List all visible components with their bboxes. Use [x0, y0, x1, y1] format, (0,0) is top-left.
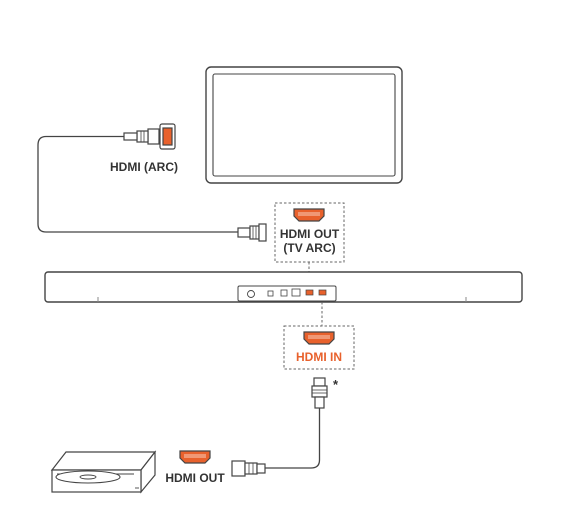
- hdmi-port-icon: [303, 331, 335, 345]
- tv-hdmi-arc-label: HDMI (ARC): [110, 160, 178, 174]
- soundbar-hdmi-in-label: HDMI IN: [296, 350, 342, 364]
- soundbar-tv-arc-label: (TV ARC): [283, 241, 335, 255]
- disc-icon: [55, 470, 121, 484]
- hdmi-cable-source-to-soundbar: [265, 408, 321, 469]
- soundbar-icon: [44, 271, 523, 303]
- hdmi-port-icon: [293, 208, 325, 222]
- hdmi-plug-icon: [123, 128, 160, 145]
- hdmi-plug-icon: [237, 223, 267, 242]
- hdmi-in-callout-box: [283, 325, 355, 370]
- tv-icon: [205, 66, 403, 184]
- footnote-marker: *: [333, 377, 339, 392]
- hdmi-cable-tv-to-soundbar: [37, 135, 238, 233]
- tv-hdmi-arc-port-icon: [159, 123, 176, 150]
- hdmi-plug-icon: [231, 460, 266, 477]
- source-hdmi-out-label: HDMI OUT: [165, 471, 225, 485]
- soundbar-hdmi-out-label: HDMI OUT: [280, 227, 340, 241]
- hdmi-plug-icon: [311, 377, 328, 409]
- source-hdmi-port-icon: [179, 450, 211, 464]
